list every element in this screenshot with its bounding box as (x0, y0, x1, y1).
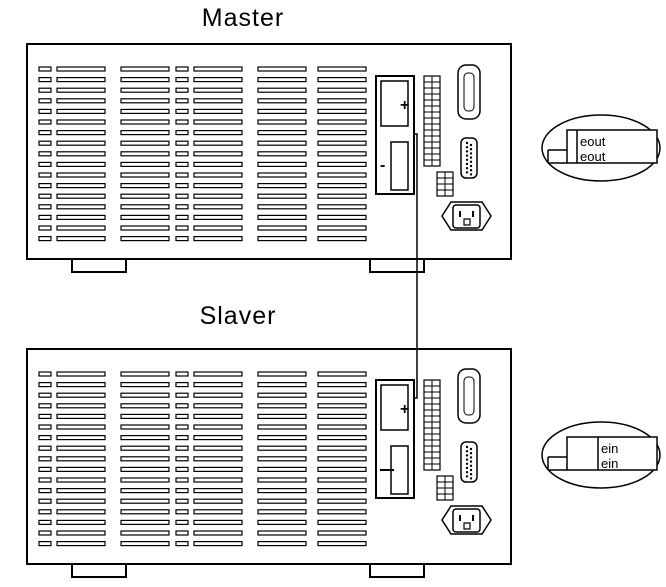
slaver-db25-connector (460, 441, 478, 483)
master-positive-terminal (380, 80, 409, 127)
master-terminal-strip (423, 75, 441, 167)
slaver-positive-sign: + (400, 401, 409, 418)
master-small-terminal-strip (436, 171, 454, 197)
master-title: Master (202, 4, 284, 32)
slaver-ac-power-inlet (441, 505, 492, 535)
slaver-ventilation-grille (38, 371, 367, 547)
slaver-left-foot (71, 563, 127, 578)
master-slave-connecting-wire (414, 133, 418, 399)
master-unit: + - eou (26, 43, 661, 273)
slaver-connector-callout: ein ein (541, 421, 661, 489)
master-ventilation-grille (38, 66, 367, 242)
master-db25-connector (460, 137, 478, 179)
slaver-gpib-connector (457, 368, 481, 424)
master-gpib-connector (457, 64, 481, 120)
master-connector-callout: eout eout (541, 114, 661, 182)
master-negative-terminal (390, 141, 409, 191)
master-connector-line-2: eout (580, 149, 606, 164)
slaver-connector-line-2: ein (601, 456, 618, 471)
slaver-title: Slaver (200, 302, 277, 330)
master-left-foot (71, 258, 127, 273)
slaver-terminal-strip (423, 379, 441, 471)
master-positive-sign: + (400, 97, 409, 114)
master-right-foot (369, 258, 425, 273)
slaver-connector-line-1: ein (601, 441, 618, 456)
slaver-small-terminal-strip (436, 475, 454, 501)
master-connector-line-1: eout (580, 134, 606, 149)
slaver-unit: + ein ein (26, 348, 661, 578)
master-negative-sign: - (380, 157, 385, 174)
slaver-positive-terminal (380, 384, 409, 431)
slaver-right-foot (369, 563, 425, 578)
master-ac-power-inlet (441, 201, 492, 231)
